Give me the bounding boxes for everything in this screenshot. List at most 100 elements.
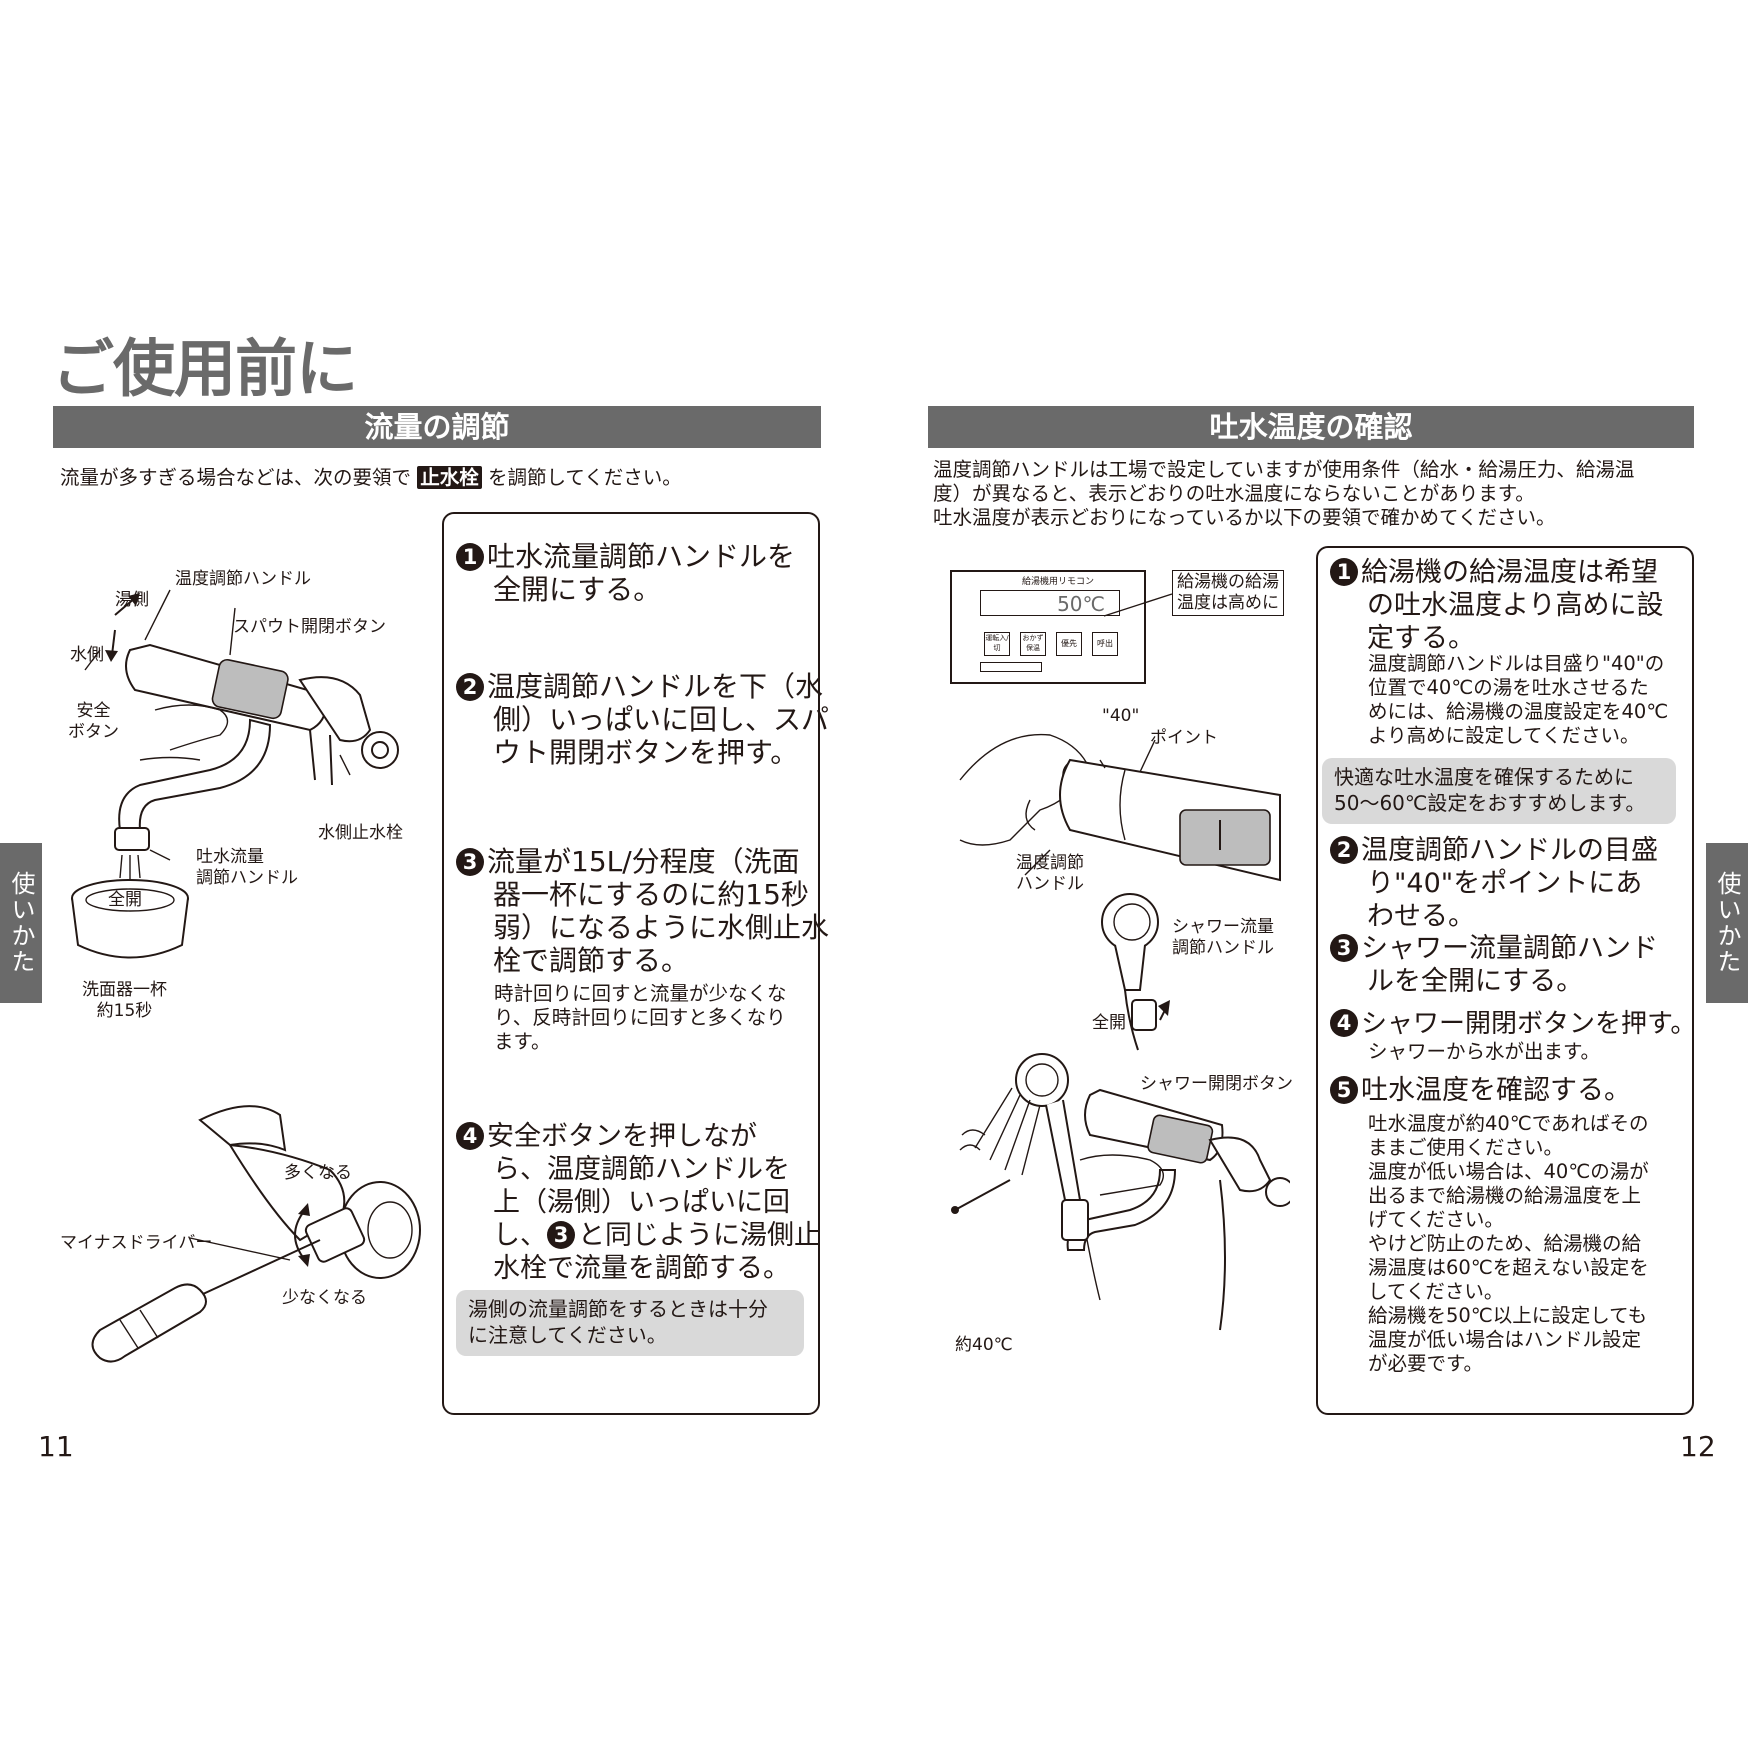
- note-line: 出るまで給湯機の給湯温度を上: [1368, 1184, 1642, 1207]
- label-basin: 洗面器一杯 約15秒: [82, 980, 167, 1022]
- note-line: 時計回りに回すと流量が少なくな: [494, 982, 787, 1005]
- recommend-line: 快適な吐水温度を確保するために: [1334, 765, 1634, 789]
- right-section-title: 吐水温度の確認: [928, 406, 1694, 448]
- recommend-line: 50～60℃設定をおすすめします。: [1334, 791, 1646, 815]
- left-side-tab: 使いかた: [0, 843, 42, 1003]
- right-steps-box: [1316, 546, 1694, 1415]
- note-line: げてください。: [1368, 1208, 1504, 1231]
- note-line: シャワーから水が出ます。: [1368, 1040, 1601, 1063]
- step-line: 上（湯側）いっぱいに回: [493, 1187, 790, 1218]
- step-line: 安全ボタンを押しなが: [487, 1121, 757, 1152]
- note-line: ます。: [494, 1030, 551, 1053]
- label-cold-side: 水側: [70, 645, 104, 665]
- left-step-3-note: 時計回りに回すと流量が少なくな り、反時計回りに回すと多くなり ます。: [494, 982, 787, 1054]
- right-side-tab: 使いかた: [1706, 843, 1748, 1003]
- intro-line: 温度調節ハンドルは工場で設定していますが使用条件（給水・給湯圧力、給湯温: [933, 458, 1635, 481]
- note-line: めには、給湯機の温度設定を40℃: [1368, 700, 1669, 723]
- note-line: 給湯機を50℃以上に設定しても: [1368, 1304, 1648, 1327]
- note-line: やけど防止のため、給湯機の給: [1368, 1232, 1642, 1255]
- remote-button-priority[interactable]: 優先: [1056, 632, 1082, 656]
- note-line: 位置で40℃の湯を吐水させるた: [1368, 676, 1649, 699]
- remote-button-power[interactable]: 運転入/切: [984, 632, 1010, 656]
- label-temp-handle: 温度調節ハンドル: [175, 569, 311, 589]
- label-line: ボタン: [68, 722, 119, 742]
- page-title: ご使用前に: [52, 332, 358, 405]
- stop-valve-highlight: 止水栓: [417, 466, 482, 489]
- note-line: 温度調節ハンドルは目盛り"40"の: [1368, 652, 1665, 675]
- step-line: わせる。: [1367, 901, 1475, 932]
- step-line: 側）いっぱいに回し、スパ: [493, 703, 830, 736]
- callout-pointer: [1103, 593, 1173, 617]
- label-line: 温度調節: [1016, 853, 1084, 873]
- step-number: 2: [1330, 836, 1358, 864]
- step-line: と同じように湯側止: [578, 1220, 821, 1251]
- step-line: シャワー流量調節ハンド: [1361, 933, 1658, 964]
- label-less: 少なくなる: [282, 1288, 367, 1308]
- label-point: ポイント: [1150, 728, 1218, 748]
- hot-water-remote: 給湯機用リモコン 50℃ 運転入/切 おかず保温 優先 呼出: [950, 570, 1146, 684]
- label-full-open-right: 全開: [1092, 1013, 1126, 1033]
- step-number: 1: [1330, 558, 1358, 586]
- label-cold-stop-valve: 水側止水栓: [318, 823, 403, 843]
- step-line: 吐水流量調節ハンドルを: [487, 540, 796, 573]
- label-line: 約15秒: [96, 1001, 153, 1021]
- step-line: 全開にする。: [493, 573, 662, 606]
- step-line: の吐水温度より高めに設: [1367, 590, 1664, 621]
- step-number: 4: [456, 1122, 484, 1150]
- note-line: 温度が低い場合は、40℃の湯が: [1368, 1160, 1649, 1183]
- right-step-5-note: 吐水温度が約40℃であればその ままご使用ください。 温度が低い場合は、40℃の…: [1368, 1112, 1649, 1376]
- step-number: 3: [456, 848, 484, 876]
- label-line: シャワー流量: [1172, 917, 1274, 937]
- label-spout-button: スパウト開閉ボタン: [233, 617, 386, 637]
- left-caution-box: 湯側の流量調節をするときは十分 に注意してください。: [456, 1290, 804, 1356]
- screwdriver-adjust-illustration: [91, 1105, 421, 1363]
- label-line: 洗面器一杯: [82, 980, 167, 1000]
- step-number: 3: [1330, 934, 1358, 962]
- label-line: 吐水流量: [196, 847, 264, 867]
- callout-line: 温度は高めに: [1177, 593, 1279, 613]
- step-line: 器一杯にするのに約15秒: [493, 878, 809, 911]
- step-line: 流量が15L/分程度（洗面: [487, 845, 800, 878]
- label-line: 安全: [76, 701, 111, 721]
- remote-button-call[interactable]: 呼出: [1092, 632, 1118, 656]
- note-line: 温度が低い場合はハンドル設定: [1368, 1328, 1642, 1351]
- label-approx-40: 約40℃: [955, 1335, 1013, 1355]
- label-line: 調節ハンドル: [1172, 938, 1274, 958]
- step-line: 給湯機の給湯温度は希望: [1361, 557, 1658, 588]
- label-screwdriver: マイナスドライバー: [60, 1233, 213, 1253]
- right-page-number: 12: [1680, 1430, 1716, 1463]
- caution-line: に注意してください。: [468, 1323, 667, 1347]
- note-line: より高めに設定してください。: [1368, 724, 1640, 747]
- label-mark-40: "40": [1102, 706, 1140, 726]
- step-number: 2: [456, 673, 484, 701]
- left-intro-text-end: を調節してください。: [487, 466, 682, 489]
- step-line: 吐水温度を確認する。: [1361, 1075, 1631, 1106]
- step-number: 4: [1330, 1009, 1358, 1037]
- remote-display: 50℃: [980, 590, 1120, 616]
- right-step-1-note: 温度調節ハンドルは目盛り"40"の 位置で40℃の湯を吐水させるた めには、給湯…: [1368, 652, 1668, 748]
- left-page-number: 11: [38, 1430, 74, 1463]
- note-line: 吐水温度が約40℃であればその: [1368, 1112, 1649, 1135]
- left-intro-text: 流量が多すぎる場合などは、次の要領で: [60, 466, 412, 489]
- remote-button-keepwarm[interactable]: おかず保温: [1020, 632, 1046, 656]
- step-line: 弱）になるように水側止水: [493, 911, 830, 944]
- intro-line: 度）が異なると、表示どおりの吐水温度にならないことがあります。: [933, 482, 1535, 505]
- label-flow-handle: 吐水流量 調節ハンドル: [196, 847, 298, 889]
- step-number: 1: [456, 543, 484, 571]
- left-intro: 流量が多すぎる場合などは、次の要領で 止水栓 を調節してください。: [60, 466, 682, 490]
- step-number: 5: [1330, 1076, 1358, 1104]
- note-line: してください。: [1368, 1280, 1504, 1303]
- left-steps-box: [442, 512, 820, 1415]
- label-full-open: 全開: [108, 890, 142, 910]
- intro-line: 吐水温度が表示どおりになっているか以下の要領で確かめてください。: [933, 506, 1556, 529]
- step-line: 栓で調節する。: [493, 944, 690, 977]
